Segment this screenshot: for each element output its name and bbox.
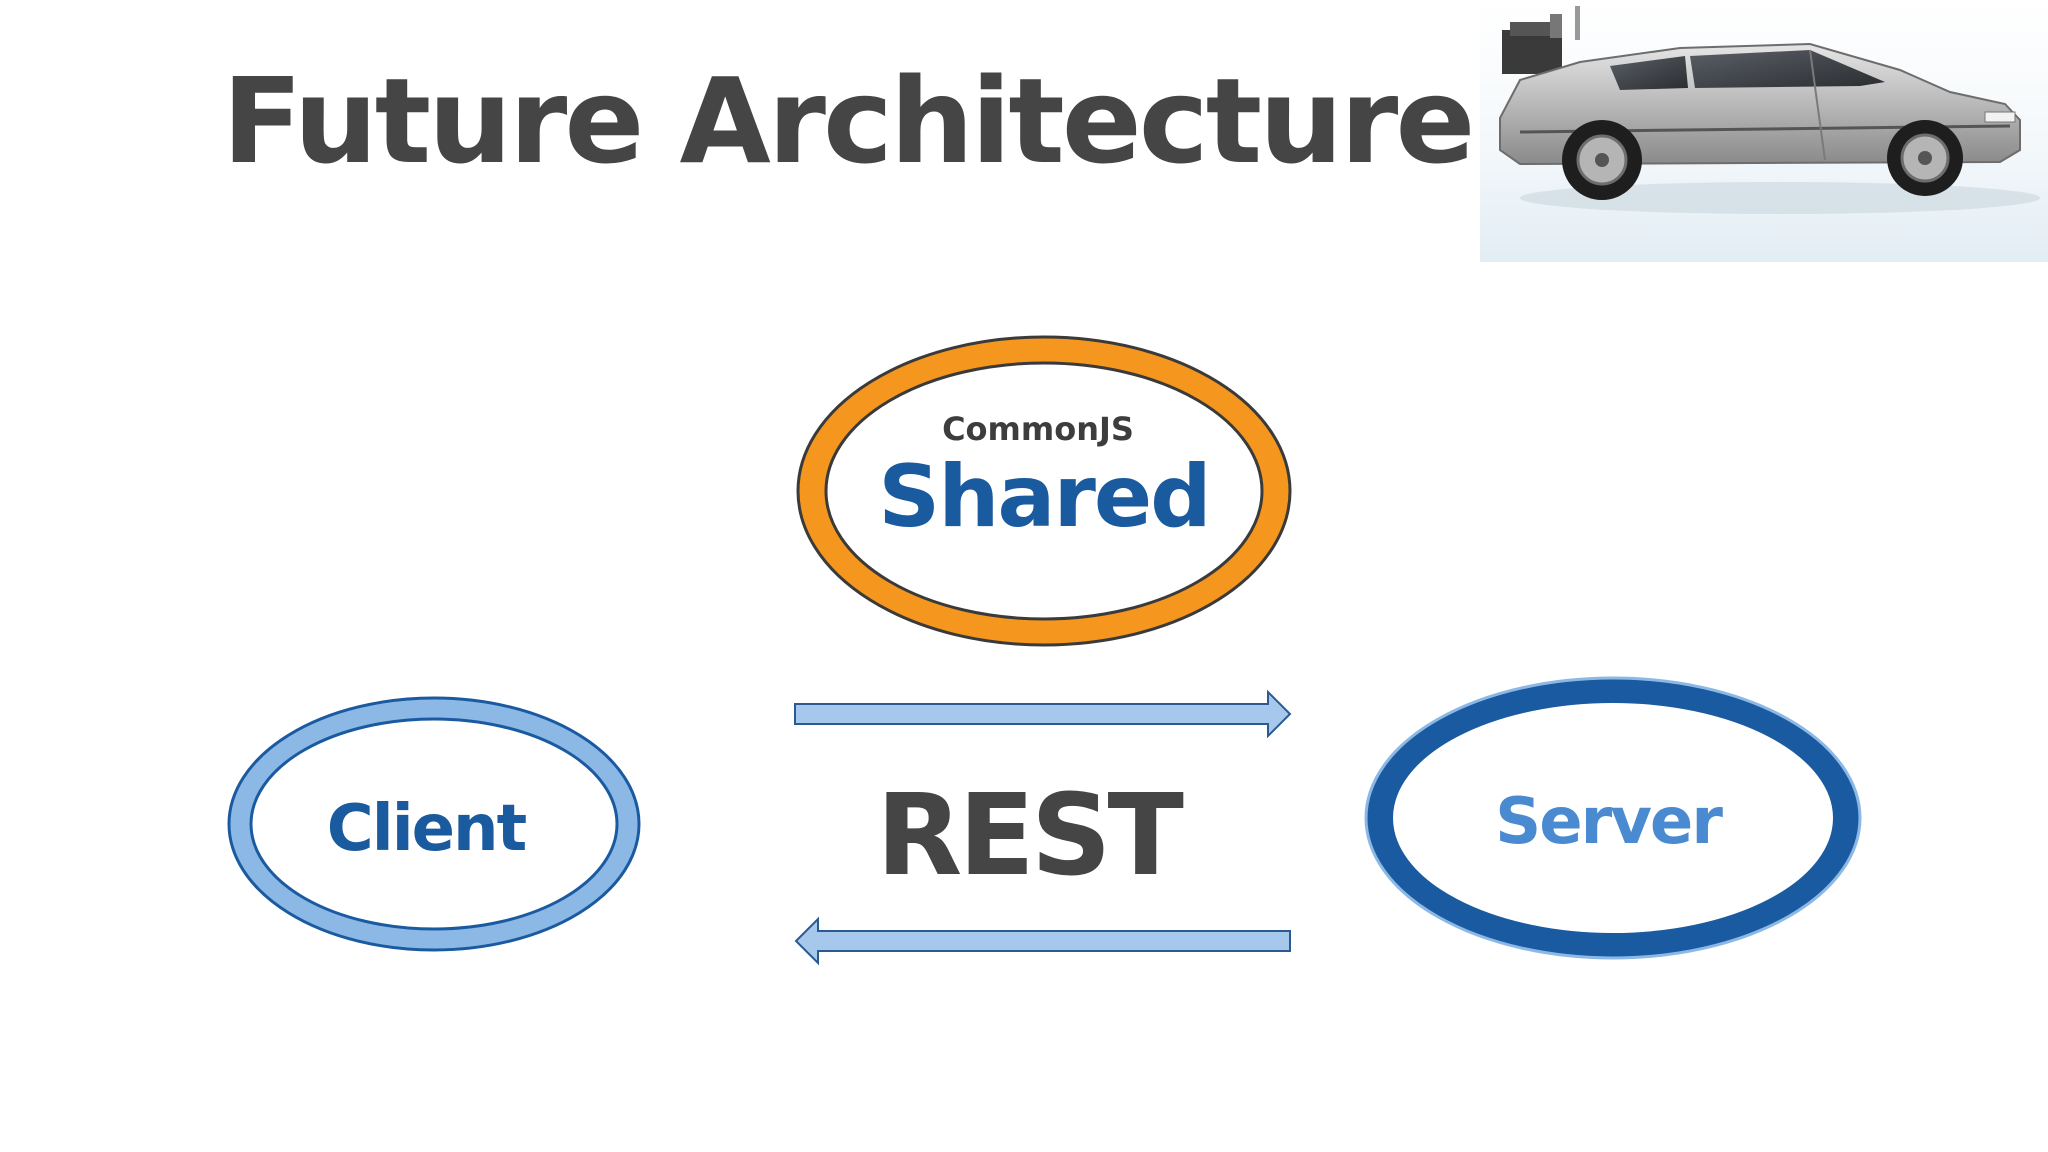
- delorean-car-image: [1480, 0, 2048, 262]
- shared-inner: [824, 361, 1264, 621]
- response-arrow-left: [794, 916, 1291, 966]
- shared-node: CommonJS Shared: [796, 335, 1292, 647]
- request-arrow-right: [794, 689, 1292, 739]
- car-illustration: [1480, 0, 2048, 262]
- server-inner: [1391, 701, 1835, 935]
- shared-caption: CommonJS: [942, 410, 1134, 448]
- rest-label: REST: [876, 771, 1183, 901]
- server-label: Server: [1495, 785, 1723, 859]
- server-node: Server: [1364, 676, 1862, 960]
- slide-title: Future Architecture: [222, 52, 1475, 190]
- client-label: Client: [327, 792, 527, 866]
- client-node: Client: [227, 696, 641, 952]
- client-inner: [249, 717, 619, 931]
- shared-label: Shared: [878, 447, 1210, 547]
